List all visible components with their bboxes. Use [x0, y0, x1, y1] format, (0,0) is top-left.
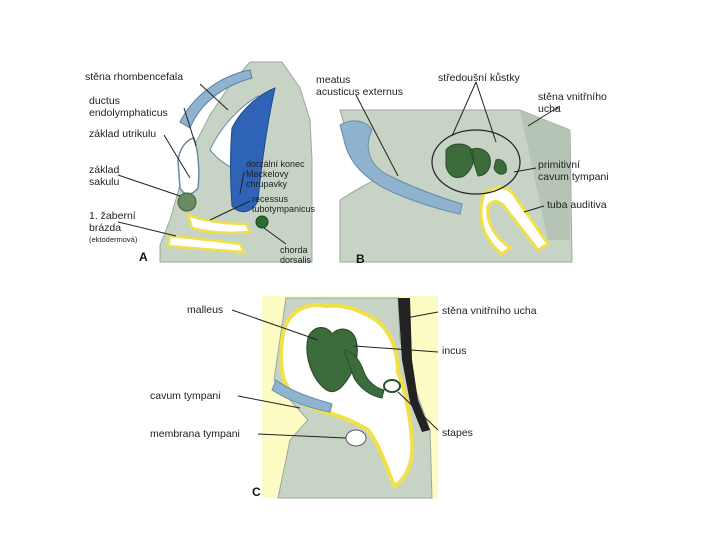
label-dorzalni-konec: dorzální konec — [246, 159, 305, 169]
inner-ear-wall-b — [520, 110, 570, 240]
label-zaberni: 1. žaberní — [89, 210, 136, 222]
label-cavum-tympani-b: cavum tympani — [538, 171, 609, 183]
label-stapes: stapes — [442, 427, 473, 439]
label-ucha: ucha — [538, 103, 561, 115]
label-primitivni: primitivní — [538, 159, 581, 171]
label-meckelovy: Meckelovy — [246, 169, 289, 179]
meatus-c — [271, 379, 333, 413]
label-acusticus-externus: acusticus externus — [316, 86, 403, 98]
auditory-tube-b — [479, 186, 551, 256]
tympanic-membrane-c — [345, 429, 367, 447]
label-dorsalis: dorsalis — [280, 255, 312, 265]
rhombencephalon-wall — [179, 69, 253, 129]
label-stena-vnitrniho-ucha: stěna vnitřního ucha — [442, 305, 537, 317]
label-stredousni-kustky: středoušní kůstky — [438, 72, 520, 84]
label-incus: incus — [442, 345, 467, 357]
panel-c-letter: C — [252, 485, 261, 499]
meckel-cartilage — [230, 87, 276, 213]
panel-c-illustration — [262, 296, 438, 499]
label-zaklad-utrikulu: základ utrikulu — [89, 128, 157, 140]
label-tuba-auditiva: tuba auditiva — [547, 199, 607, 211]
panel-b-illustration — [339, 109, 573, 263]
pointer-lines — [117, 81, 561, 439]
ductus-endolymphaticus — [177, 137, 200, 195]
label-cavum-tympani-c: cavum tympani — [150, 390, 221, 402]
panel-b-letter: B — [356, 252, 365, 266]
saccule-primordium — [177, 192, 197, 212]
label-sakulu: sakulu — [89, 176, 120, 188]
label-malleus: malleus — [187, 304, 224, 316]
ossicles-b — [445, 143, 507, 179]
external-meatus-b — [339, 120, 463, 215]
panel-a-illustration — [159, 61, 313, 263]
label-ektodermova: (ektodermová) — [89, 235, 138, 244]
label-zaklad: základ — [89, 164, 120, 176]
label-brazda: brázda — [89, 222, 122, 234]
panel-a-letter: A — [139, 250, 148, 264]
label-stena-vnitrniho: stěna vnitřního — [538, 91, 607, 103]
label-membrana-tympani: membrana tympani — [150, 428, 240, 440]
inner-ear-wall-c — [398, 298, 430, 432]
label-chrupavky: chrupavky — [246, 179, 288, 189]
label-meatus: meatus — [316, 74, 351, 86]
label-stena-rhombencefala: stěna rhombencefala — [85, 71, 184, 83]
label-tubotympanicus: tubotympanicus — [252, 204, 316, 214]
ossicle-region-outline-b — [431, 129, 521, 195]
label-ductus: ductus — [89, 95, 120, 107]
chorda-dorsalis-a — [255, 215, 269, 229]
label-chorda: chorda — [280, 245, 308, 255]
incus-process-c — [343, 349, 385, 399]
label-endolymphaticus: endolymphaticus — [89, 107, 168, 119]
label-recessus: recessus — [252, 194, 289, 204]
branchial-groove-a — [166, 234, 247, 254]
stapes-c — [383, 379, 401, 393]
tubotympanic-recess-a — [186, 212, 252, 235]
